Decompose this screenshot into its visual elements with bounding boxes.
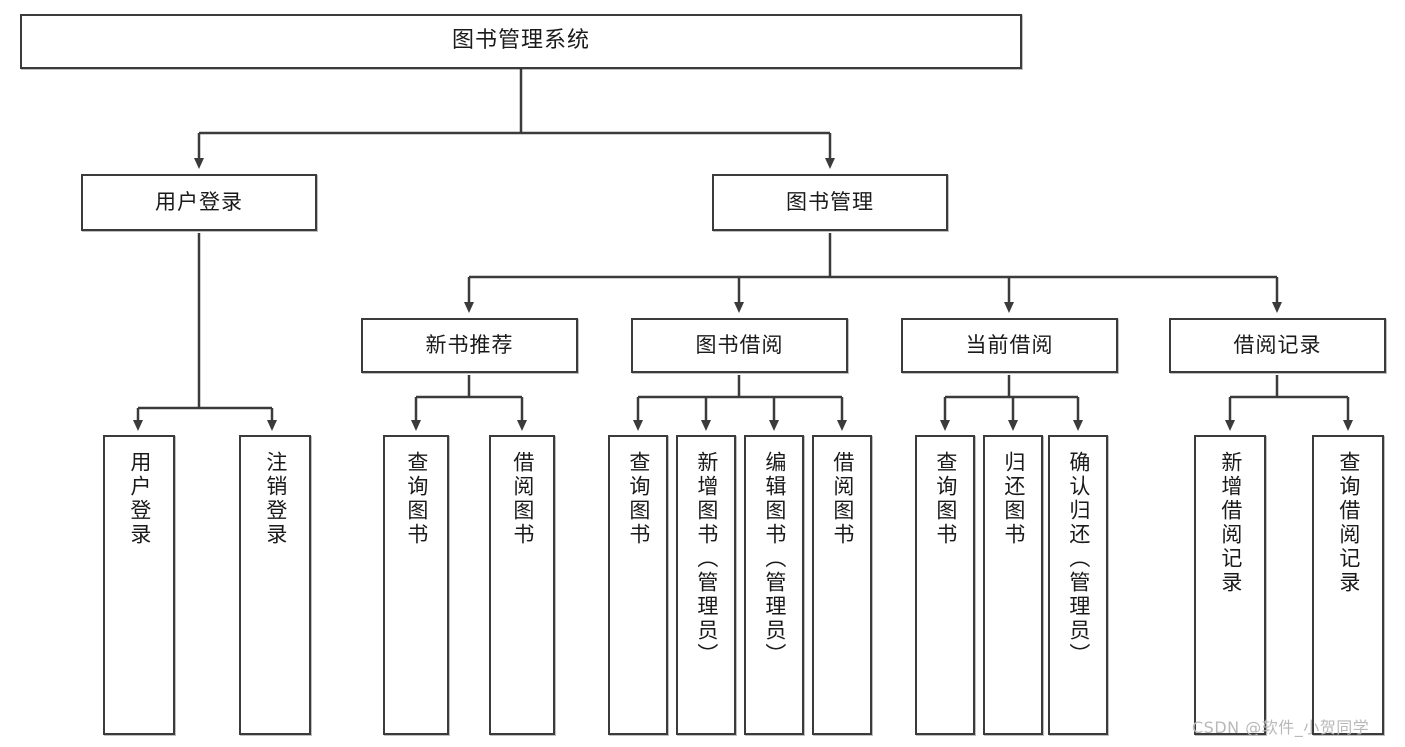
leaf-book-borrow-3-label: 编辑图书（管理员） — [762, 451, 787, 667]
node-current-borrow-label: 当前借阅 — [965, 332, 1054, 357]
leaf-user-login-1-label: 用户登录 — [127, 451, 152, 547]
node-new-book-recommend[interactable]: 新书推荐 — [361, 318, 578, 373]
leaf-current-borrow-2[interactable]: 归还图书 — [983, 435, 1043, 735]
node-borrow-record-label: 借阅记录 — [1233, 332, 1322, 357]
leaf-borrow-record-1-label: 新增借阅记录 — [1218, 451, 1243, 595]
leaf-current-borrow-3-label: 确认归还（管理员） — [1066, 451, 1091, 667]
leaf-book-borrow-2[interactable]: 新增图书（管理员） — [676, 435, 736, 735]
leaf-book-borrow-2-label: 新增图书（管理员） — [694, 451, 719, 667]
node-book-management-label: 图书管理 — [786, 189, 874, 214]
node-user-login-label: 用户登录 — [155, 189, 243, 214]
leaf-current-borrow-1[interactable]: 查询图书 — [915, 435, 975, 735]
leaf-borrow-record-2[interactable]: 查询借阅记录 — [1312, 435, 1384, 735]
node-book-management[interactable]: 图书管理 — [712, 174, 948, 231]
leaf-book-borrow-3[interactable]: 编辑图书（管理员） — [744, 435, 804, 735]
leaf-current-borrow-1-label: 查询图书 — [933, 451, 958, 547]
node-user-login[interactable]: 用户登录 — [81, 174, 317, 231]
leaf-new-book-recommend-1-label: 查询图书 — [404, 451, 429, 547]
watermark: CSDN @软件_小贺同学 — [1192, 718, 1370, 737]
node-book-borrow[interactable]: 图书借阅 — [631, 318, 848, 373]
leaf-user-login-2-label: 注销登录 — [263, 451, 288, 547]
leaf-new-book-recommend-1[interactable]: 查询图书 — [383, 435, 449, 735]
leaf-user-login-2[interactable]: 注销登录 — [239, 435, 311, 735]
leaf-book-borrow-4[interactable]: 借阅图书 — [812, 435, 872, 735]
leaf-book-borrow-1-label: 查询图书 — [626, 451, 651, 547]
leaf-new-book-recommend-2[interactable]: 借阅图书 — [489, 435, 555, 735]
node-book-borrow-label: 图书借阅 — [695, 332, 784, 357]
node-new-book-recommend-label: 新书推荐 — [425, 332, 514, 357]
leaf-current-borrow-2-label: 归还图书 — [1001, 451, 1026, 547]
leaf-user-login-1[interactable]: 用户登录 — [103, 435, 175, 735]
leaf-book-borrow-1[interactable]: 查询图书 — [608, 435, 668, 735]
leaf-borrow-record-1[interactable]: 新增借阅记录 — [1194, 435, 1266, 735]
leaf-book-borrow-4-label: 借阅图书 — [830, 451, 855, 547]
leaf-new-book-recommend-2-label: 借阅图书 — [510, 451, 535, 547]
node-borrow-record[interactable]: 借阅记录 — [1169, 318, 1386, 373]
node-current-borrow[interactable]: 当前借阅 — [901, 318, 1118, 373]
leaf-borrow-record-2-label: 查询借阅记录 — [1336, 451, 1361, 595]
leaf-current-borrow-3[interactable]: 确认归还（管理员） — [1048, 435, 1108, 735]
node-root-label: 图书管理系统 — [451, 28, 590, 54]
node-root[interactable]: 图书管理系统 — [20, 14, 1022, 69]
